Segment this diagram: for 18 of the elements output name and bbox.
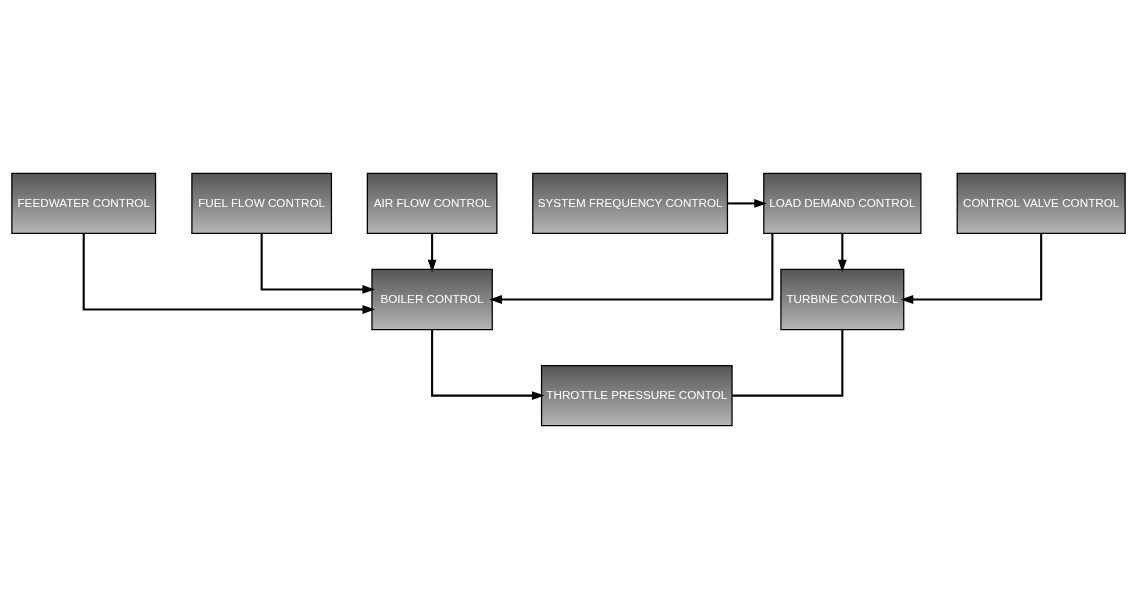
arrow (260, 233, 375, 294)
node-box: BOILER CONTROL (371, 268, 493, 331)
arrow (489, 233, 774, 304)
node-box: SYSTEM FREQUENCY CONTROL (532, 172, 729, 235)
node-box: FEEDWATER CONTROL (11, 172, 157, 235)
node-box: CONTROL VALVE CONTROL (956, 172, 1126, 235)
connector (732, 329, 844, 397)
arrow (427, 233, 437, 273)
arrow (900, 233, 1043, 304)
arrow (727, 199, 767, 208)
node-box: THROTTLE PRESSURE CONTOL (540, 364, 733, 427)
node-box: LOAD DEMAND CONTROL (763, 172, 922, 235)
arrow (82, 233, 375, 314)
node-box: FUEL FLOW CONTROL (191, 172, 333, 235)
arrow (431, 329, 545, 400)
node-box: AIR FLOW CONTROL (366, 172, 498, 235)
node-box: TURBINE CONTROL (780, 268, 905, 331)
arrow (837, 233, 847, 273)
